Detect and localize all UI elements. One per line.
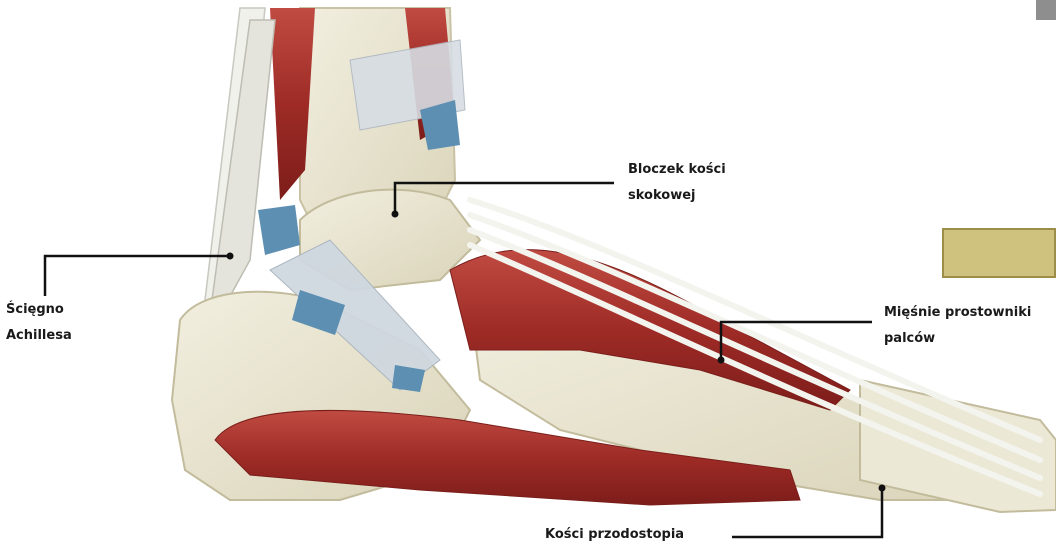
pointer-dot-achilles [227,253,234,260]
label-achilles-line1: Ścięgno [6,297,72,323]
label-talus-trochlea: Bloczek kości skokowej [628,157,726,209]
label-extensors-line1: Mięśnie prostowniki [884,300,1031,326]
label-achilles-line2: Achillesa [6,323,72,349]
label-metatarsal-bones: Kości przodostopia [545,522,684,548]
leader-line-achilles [45,256,230,296]
label-talus-line2: skokowej [628,183,726,209]
label-talus-line1: Bloczek kości [628,157,726,183]
pointer-dot-metatarsals [879,485,886,492]
label-extensor-muscles: Mięśnie prostowniki palców [884,300,1031,352]
tendon-sheath-blue-1 [258,205,300,255]
pointer-dot-talus [392,211,399,218]
label-achilles-tendon: Ścięgno Achillesa [6,297,72,349]
accent-box [942,228,1056,278]
label-metatarsals-line1: Kości przodostopia [545,522,684,548]
pointer-dot-extensors [718,357,725,364]
label-extensors-line2: palców [884,326,1031,352]
corner-gray-marker [1036,0,1056,20]
